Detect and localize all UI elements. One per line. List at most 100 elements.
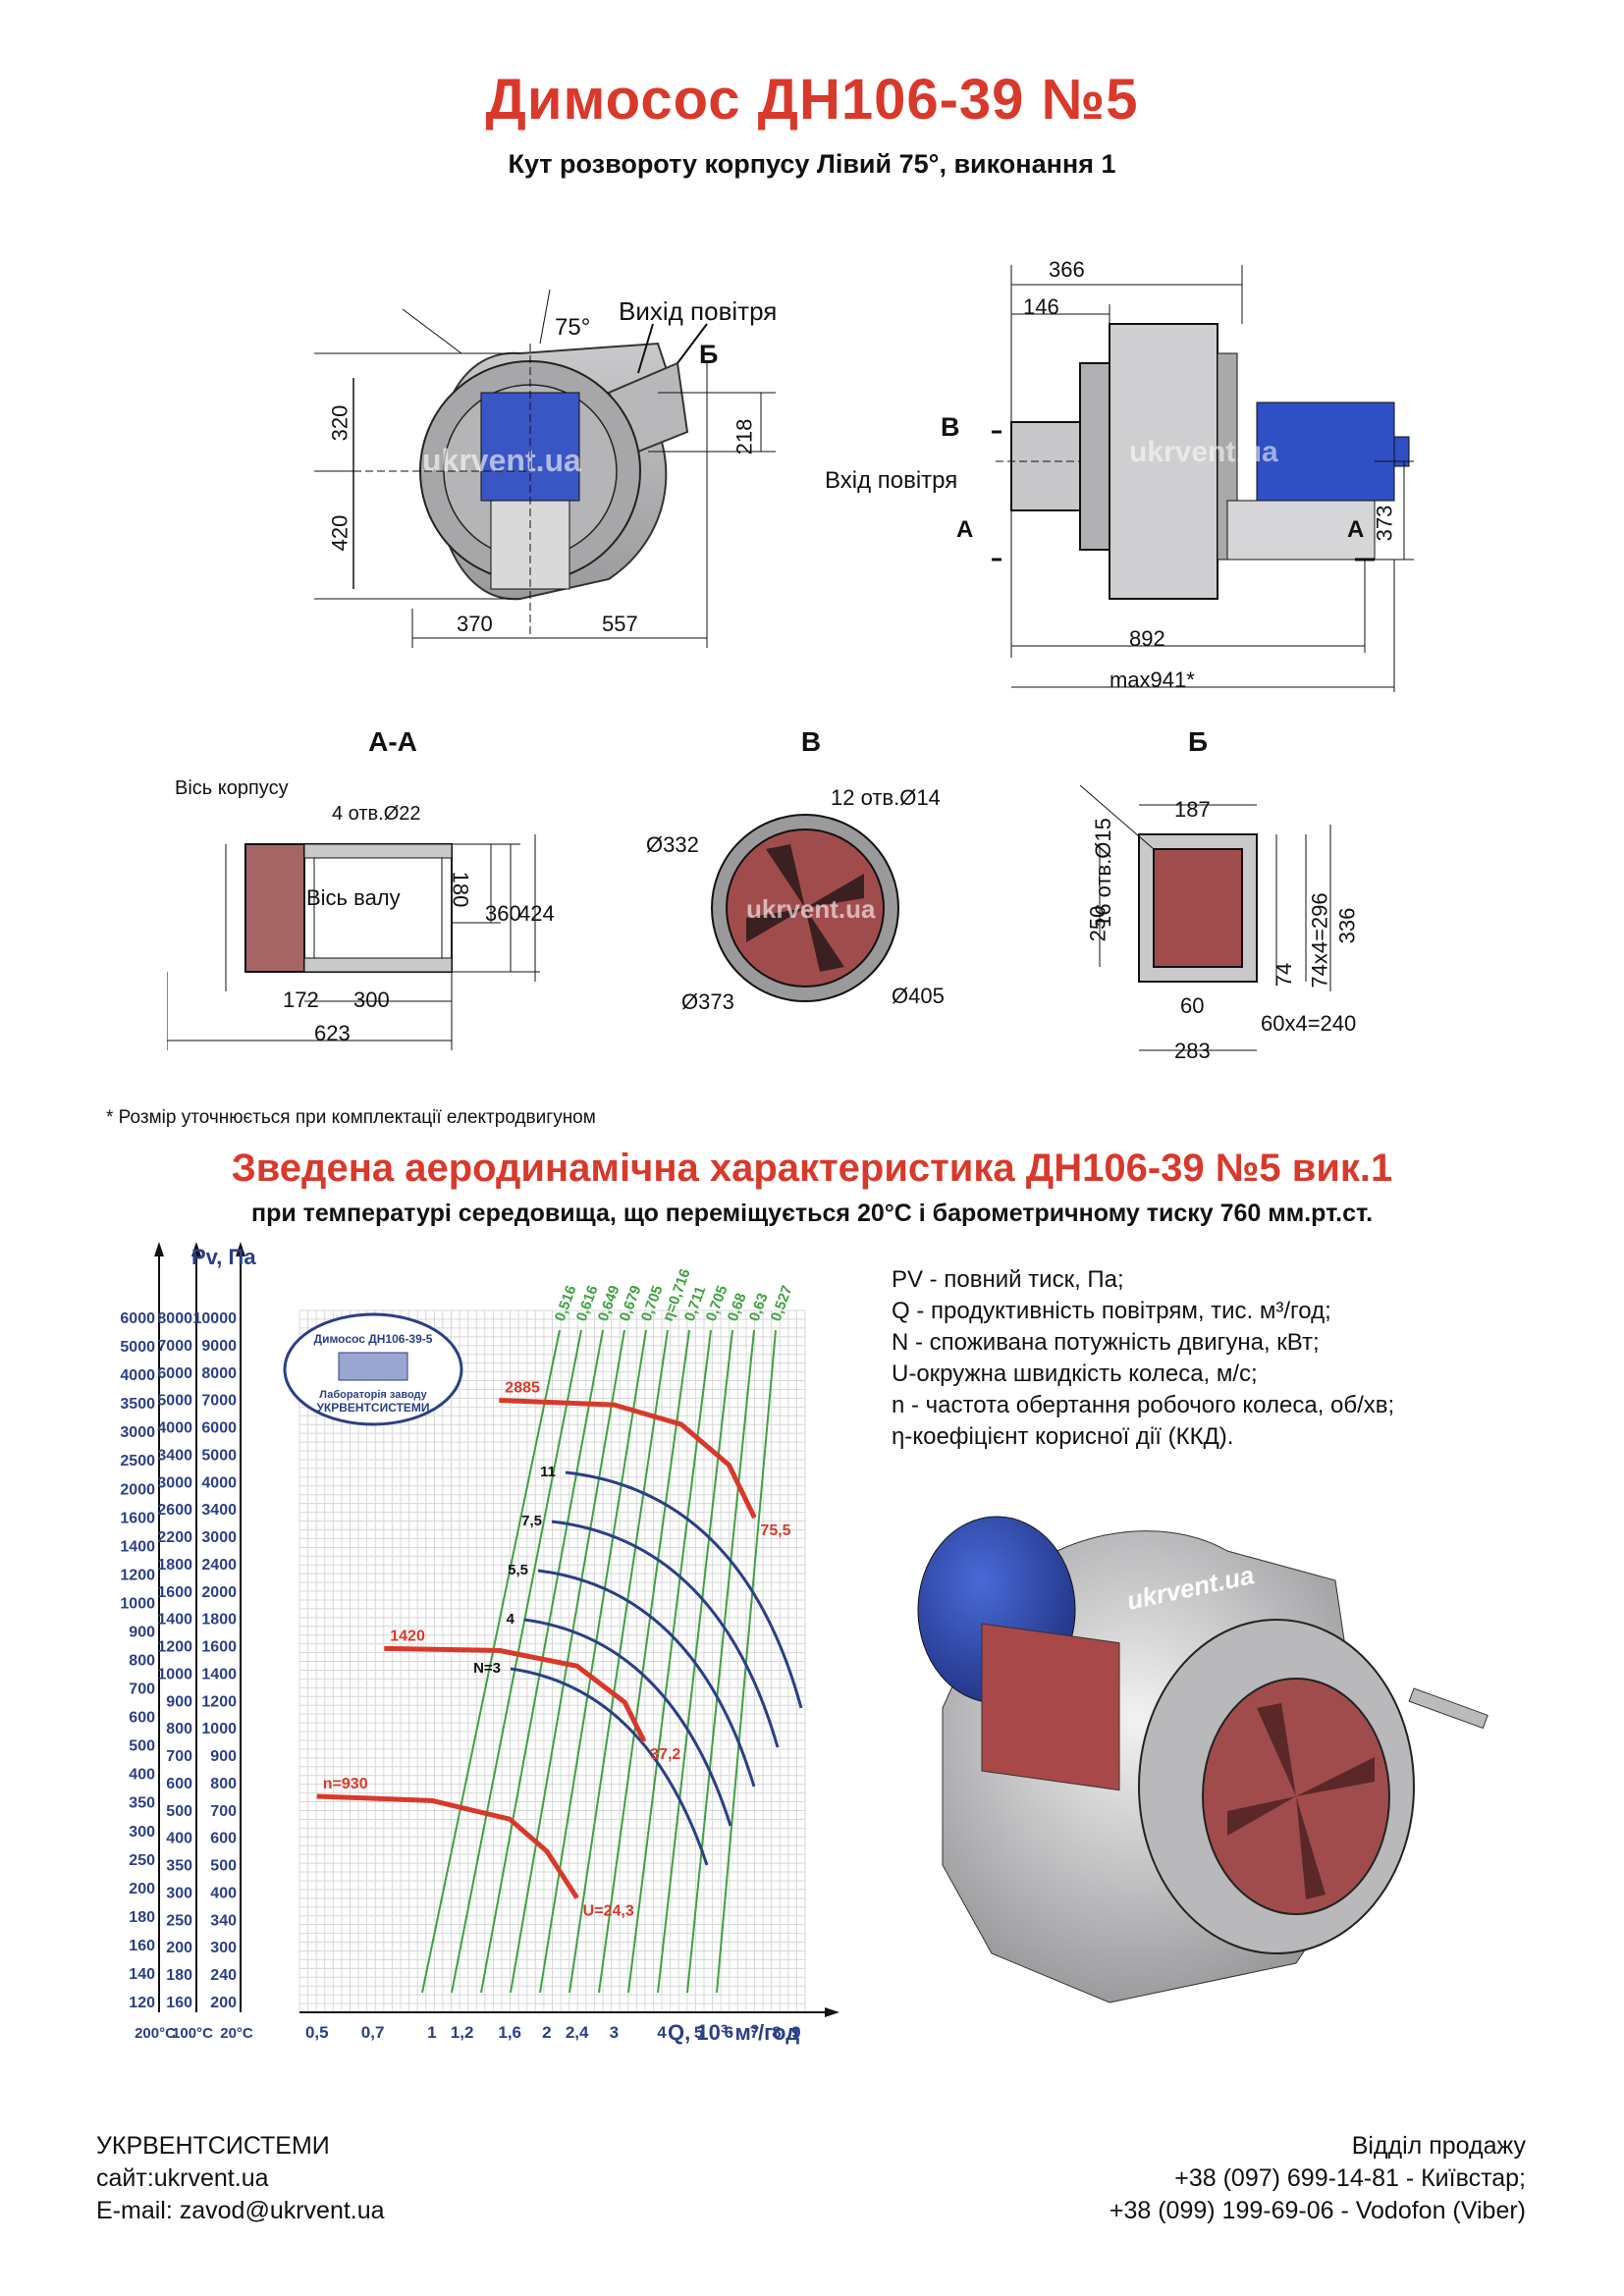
axis-shaft-label: Вісь валу — [306, 885, 401, 910]
dim-side-146: 146 — [1023, 294, 1059, 319]
y-tick-label: 9000 — [201, 1338, 237, 1355]
footnote: * Розмір уточнюється при комплектації ел… — [106, 1107, 596, 1128]
y-tick-label: 3000 — [120, 1424, 155, 1441]
dim-v-405: Ø405 — [892, 984, 945, 1008]
dim-b-240: 60x4=240 — [1261, 1011, 1357, 1036]
front-watermark: ukrvent.ua — [422, 443, 581, 478]
efficiency-line — [686, 1329, 755, 1994]
x-tick-label: 0,5 — [305, 2023, 329, 2042]
chart-legend: PV - повний тиск, Па; Q - продуктивність… — [892, 1264, 1394, 1453]
page-subtitle: Кут розвороту корпусу Лівий 75°, виконан… — [508, 149, 1116, 179]
efficiency-line — [421, 1329, 561, 1994]
dim-aa-360: 360 — [485, 901, 521, 926]
company-email[interactable]: E-mail: zavod@ukrvent.ua — [96, 2197, 385, 2224]
y-tick-label: 250 — [166, 1912, 192, 1929]
power-label: 4 — [507, 1611, 515, 1628]
section-a-marker-right: А — [1347, 516, 1365, 543]
dim-front-outlet: 218 — [731, 418, 757, 455]
peripheral-speed-label: 37,2 — [650, 1746, 680, 1763]
dim-b-296: 74x4=296 — [1307, 892, 1332, 988]
x-tick-label: 2,4 — [566, 2023, 589, 2042]
section-aa-title: А-А — [368, 726, 417, 757]
y-tick-label: 1800 — [201, 1612, 237, 1629]
y-tick-label: 200 — [166, 1940, 192, 1956]
speed-label: n=930 — [323, 1776, 368, 1792]
y-tick-label: 1800 — [157, 1557, 192, 1574]
x-tick-label: 6 — [725, 2023, 733, 2042]
section-a-marker-left: А — [956, 516, 974, 543]
power-curve — [510, 1667, 709, 1866]
y-tick-label: 2600 — [157, 1502, 192, 1519]
y-tick-label: 1600 — [120, 1510, 155, 1526]
section-v-title: В — [800, 726, 822, 757]
y-tick-label: 10000 — [193, 1310, 238, 1327]
aero-chart: 6000500040003500300025002000160014001200… — [120, 1242, 839, 2045]
x-tick-label: 1 — [427, 2023, 436, 2042]
dim-v-332: Ø332 — [646, 832, 699, 857]
front-view-drawing: ukrvent.ua — [314, 289, 776, 648]
y-tick-label: 1200 — [120, 1567, 155, 1583]
y-tick-label: 3000 — [201, 1529, 237, 1546]
speed-label: 2885 — [505, 1379, 540, 1396]
y-tick-label: 600 — [210, 1831, 237, 1847]
company-site[interactable]: сайт:ukrvent.ua — [96, 2164, 269, 2192]
efficiency-line — [510, 1329, 625, 1994]
peripheral-speed-label: U=24,3 — [583, 1902, 634, 1919]
y-tick-label: 6000 — [120, 1310, 155, 1327]
y-tick-label: 3400 — [201, 1502, 237, 1519]
y-tick-label: 1600 — [157, 1584, 192, 1601]
y-tick-label: 900 — [210, 1748, 237, 1765]
legend-item: n - частота обертання робочого колеса, о… — [892, 1392, 1395, 1418]
y-tick-label: 2000 — [201, 1584, 237, 1601]
outlet-label: Вихід повітря — [619, 296, 778, 326]
speed-curve — [499, 1397, 757, 1520]
y-tick-label: 7000 — [201, 1393, 237, 1410]
dim-front-bottom: 420 — [327, 514, 352, 552]
dim-side-892: 892 — [1129, 626, 1165, 651]
y-tick-label: 500 — [129, 1738, 155, 1755]
y-tick-label: 1000 — [120, 1595, 155, 1612]
efficiency-line — [598, 1329, 690, 1994]
y-tick-label: 3500 — [120, 1396, 155, 1413]
y-tick-label: 1200 — [201, 1693, 237, 1710]
svg-text:ukrvent.ua: ukrvent.ua — [1129, 436, 1278, 468]
y-tick-label: 400 — [210, 1885, 237, 1901]
x-tick-label: 3 — [610, 2023, 619, 2042]
dim-b-74: 74 — [1272, 962, 1297, 988]
power-label: 7,5 — [521, 1513, 542, 1529]
x-tick-label: 9 — [791, 2023, 800, 2042]
y-tick-label: 700 — [129, 1682, 155, 1698]
v-holes-label: 12 отв.Ø14 — [831, 785, 941, 810]
phone-kyivstar[interactable]: +38 (097) 699-14-81 - Київстар; — [1174, 2164, 1526, 2192]
aa-holes-label: 4 отв.Ø22 — [332, 803, 421, 825]
y-tick-label: 3400 — [157, 1447, 192, 1464]
section-v-drawing: ukrvent.ua — [711, 814, 899, 1002]
footer-sales-block: Відділ продажу +38 (097) 699-14-81 - Киї… — [1110, 2130, 1526, 2227]
y-tick-label: 5000 — [201, 1447, 237, 1464]
dim-aa-424: 424 — [518, 901, 555, 926]
inlet-label: Вхід повітря — [825, 467, 958, 494]
dim-front-right: 557 — [602, 612, 638, 636]
y-tick-label: 2200 — [157, 1529, 192, 1546]
dim-b-187: 187 — [1174, 797, 1211, 822]
section-aa-drawing — [167, 834, 540, 1050]
y-tick-label: 300 — [166, 1885, 192, 1901]
y-tick-label: 2400 — [201, 1557, 237, 1574]
y-tick-label: 140 — [129, 1966, 155, 1983]
y-tick-label: 400 — [166, 1831, 192, 1847]
dim-aa-180: 180 — [448, 871, 473, 908]
y-axis-temp-label: 200°С — [135, 2025, 176, 2042]
y-tick-label: 240 — [210, 1967, 237, 1984]
power-curve — [523, 1618, 732, 1827]
power-curve — [565, 1470, 803, 1709]
y-axis-title: Pv, Па — [191, 1245, 256, 1269]
y-tick-label: 8000 — [201, 1365, 237, 1382]
y-tick-label: 800 — [210, 1776, 237, 1792]
dim-side-max: max941* — [1110, 667, 1195, 692]
y-axis-arrow — [154, 1242, 164, 1256]
y-tick-label: 160 — [166, 1995, 192, 2011]
phone-vodafone[interactable]: +38 (099) 199-69-06 - Vodofon (Viber) — [1109, 2197, 1526, 2224]
badge-fan-icon — [338, 1352, 408, 1381]
y-tick-label: 600 — [129, 1710, 155, 1727]
legend-item: PV - повний тиск, Па; — [892, 1266, 1124, 1293]
